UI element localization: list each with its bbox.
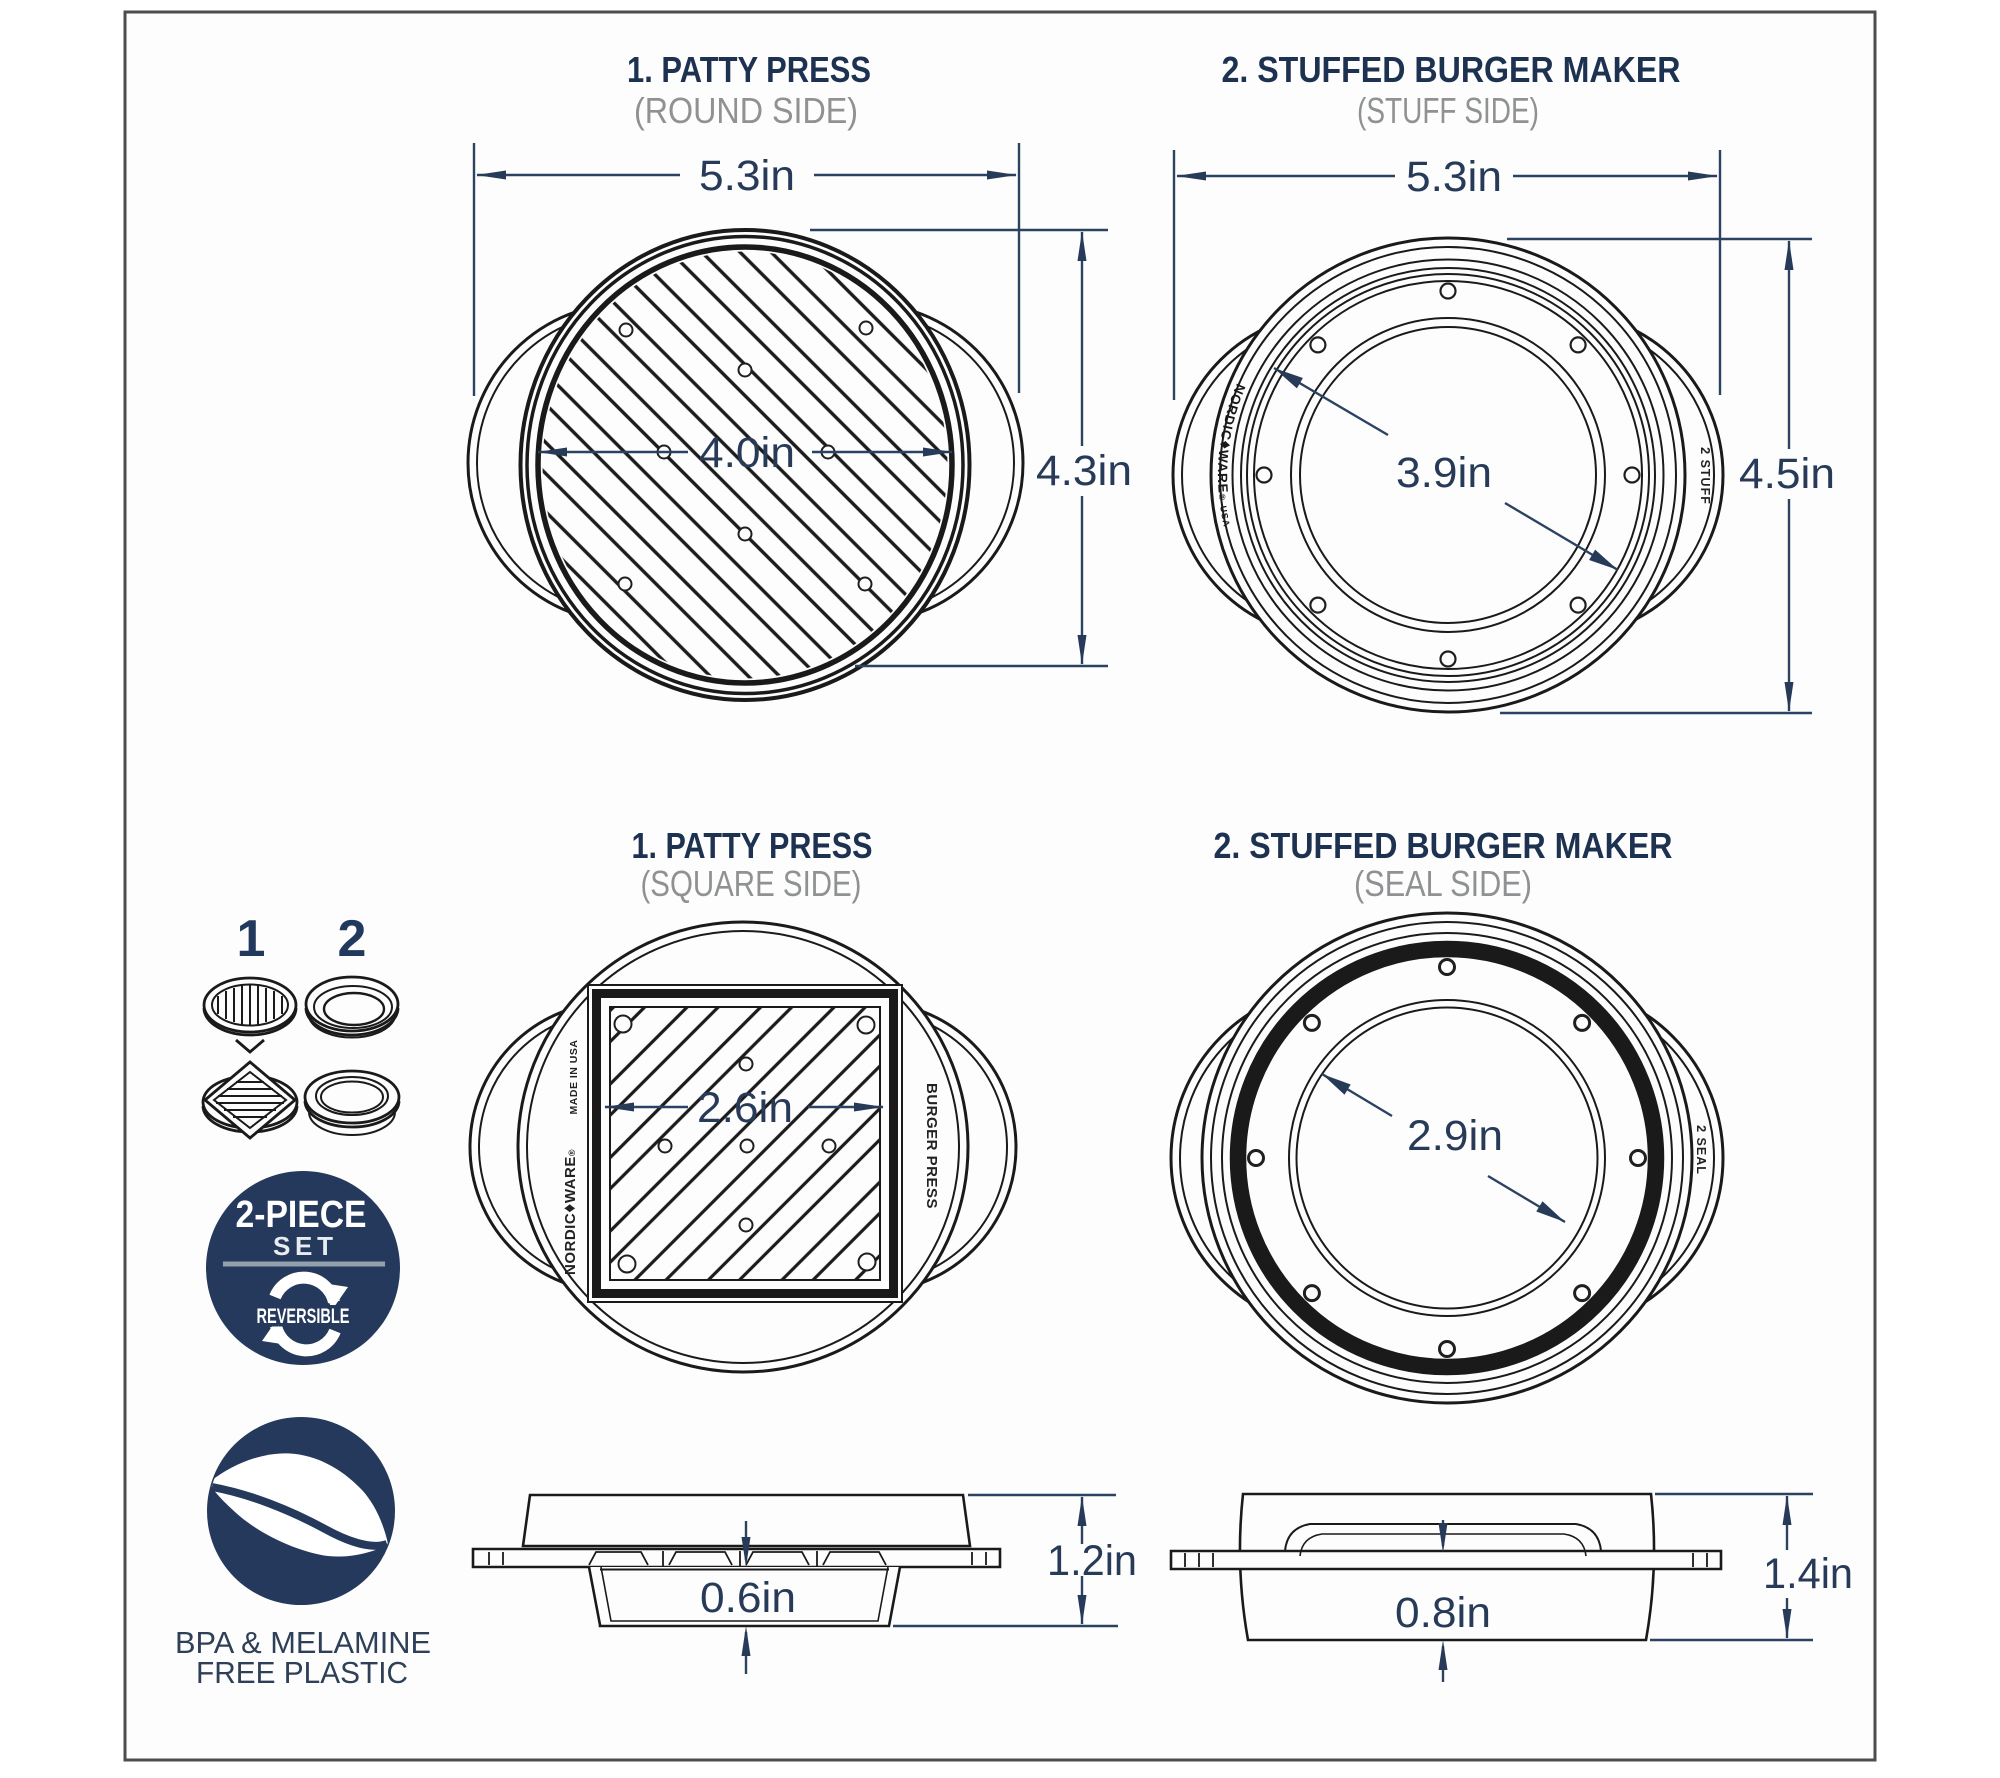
svg-text:(SEAL SIDE): (SEAL SIDE) bbox=[1354, 863, 1532, 904]
svg-text:REVERSIBLE: REVERSIBLE bbox=[257, 1305, 350, 1328]
svg-text:4.0in: 4.0in bbox=[699, 429, 795, 477]
svg-text:BPA & MELAMINE: BPA & MELAMINE bbox=[175, 1625, 431, 1660]
svg-text:2: 2 bbox=[338, 910, 367, 968]
svg-text:MADE IN USA: MADE IN USA bbox=[568, 1040, 580, 1115]
svg-text:(ROUND SIDE): (ROUND SIDE) bbox=[634, 90, 858, 131]
svg-text:2-PIECE: 2-PIECE bbox=[236, 1194, 367, 1236]
svg-text:1: 1 bbox=[237, 910, 266, 968]
svg-text:(SQUARE SIDE): (SQUARE SIDE) bbox=[641, 863, 862, 904]
svg-text:0.6in: 0.6in bbox=[700, 1574, 796, 1622]
svg-text:3.9in: 3.9in bbox=[1396, 449, 1492, 497]
svg-text:(STUFF SIDE): (STUFF SIDE) bbox=[1357, 90, 1539, 131]
svg-text:5.3in: 5.3in bbox=[699, 152, 795, 200]
svg-text:5.3in: 5.3in bbox=[1406, 153, 1502, 201]
svg-text:2.6in: 2.6in bbox=[697, 1084, 793, 1132]
svg-text:1.4in: 1.4in bbox=[1763, 1550, 1853, 1598]
svg-text:0.8in: 0.8in bbox=[1395, 1589, 1491, 1637]
svg-text:1.2in: 1.2in bbox=[1047, 1537, 1137, 1585]
svg-text:FREE PLASTIC: FREE PLASTIC bbox=[196, 1655, 408, 1690]
svg-text:1. PATTY PRESS: 1. PATTY PRESS bbox=[632, 825, 873, 866]
svg-text:SET: SET bbox=[273, 1231, 333, 1261]
svg-text:2.9in: 2.9in bbox=[1407, 1112, 1503, 1160]
svg-text:2. STUFFED BURGER MAKER: 2. STUFFED BURGER MAKER bbox=[1222, 49, 1681, 90]
svg-text:2 SEAL: 2 SEAL bbox=[1694, 1125, 1708, 1175]
svg-text:BURGER PRESS: BURGER PRESS bbox=[923, 1083, 940, 1209]
svg-text:NORDIC♦WARE®: NORDIC♦WARE® bbox=[559, 1149, 579, 1275]
svg-text:1. PATTY PRESS: 1. PATTY PRESS bbox=[627, 49, 871, 90]
svg-text:2. STUFFED BURGER MAKER: 2. STUFFED BURGER MAKER bbox=[1214, 825, 1673, 866]
svg-text:4.3in: 4.3in bbox=[1036, 447, 1132, 495]
svg-text:4.5in: 4.5in bbox=[1739, 450, 1835, 498]
svg-text:2 STUFF: 2 STUFF bbox=[1698, 447, 1712, 505]
